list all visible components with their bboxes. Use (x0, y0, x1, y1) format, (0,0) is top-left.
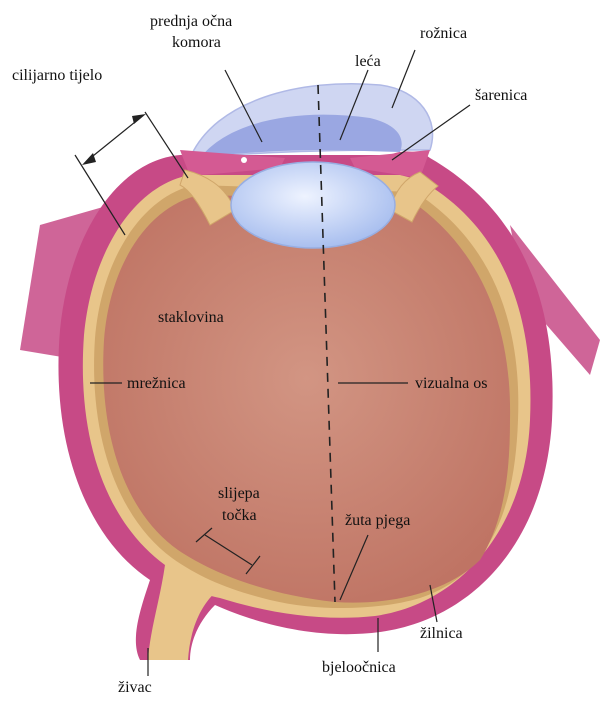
label-staklovina: staklovina (158, 309, 224, 326)
label-prednja-2: komora (172, 34, 221, 51)
arrowhead (132, 114, 146, 124)
label-zivac: živac (118, 679, 152, 696)
label-bjeloocnica: bjeloočnica (322, 659, 396, 676)
lens (231, 162, 395, 248)
label-prednja-1: prednja očna (150, 13, 232, 30)
dot (241, 157, 247, 163)
label-leca: leća (355, 53, 381, 70)
label-zuta-pjega: žuta pjega (345, 512, 410, 529)
label-zilnica: žilnica (420, 625, 463, 642)
label-mreznica: mrežnica (127, 375, 186, 392)
label-slijepa-1: slijepa (218, 485, 260, 502)
label-vizualna-os: vizualna os (415, 375, 487, 392)
label-roznica: rožnica (420, 25, 467, 42)
label-cilijarno: cilijarno tijelo (12, 67, 102, 84)
cilijarno-arrow (88, 118, 140, 160)
label-slijepa-2: točka (222, 507, 257, 524)
label-sarenica: šarenica (475, 87, 527, 104)
